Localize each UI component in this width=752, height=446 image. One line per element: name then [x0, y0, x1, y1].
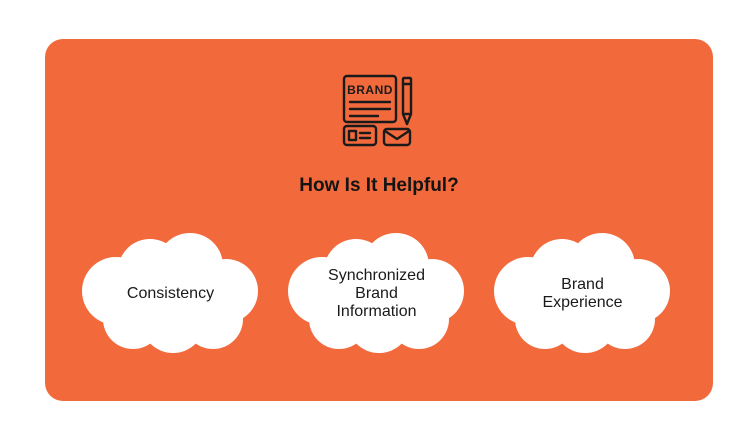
cloud-label: Brand Experience: [542, 275, 623, 311]
cloud-shape: [82, 233, 258, 353]
cloud-brand-experience: Brand Experience: [490, 231, 675, 356]
brand-icon-text: BRAND: [347, 83, 393, 97]
cloud-label: Consistency: [126, 284, 215, 302]
cloud-synchronized-brand-information: Synchronized Brand Information: [284, 231, 469, 356]
cloud-consistency: Consistency: [78, 231, 263, 356]
brand-document-icon: BRAND: [342, 74, 413, 147]
cloud-label: Synchronized Brand Information: [328, 266, 425, 320]
page-title: How Is It Helpful?: [299, 175, 459, 196]
cloud-shape: [288, 233, 464, 353]
cloud-shape: [494, 233, 670, 353]
